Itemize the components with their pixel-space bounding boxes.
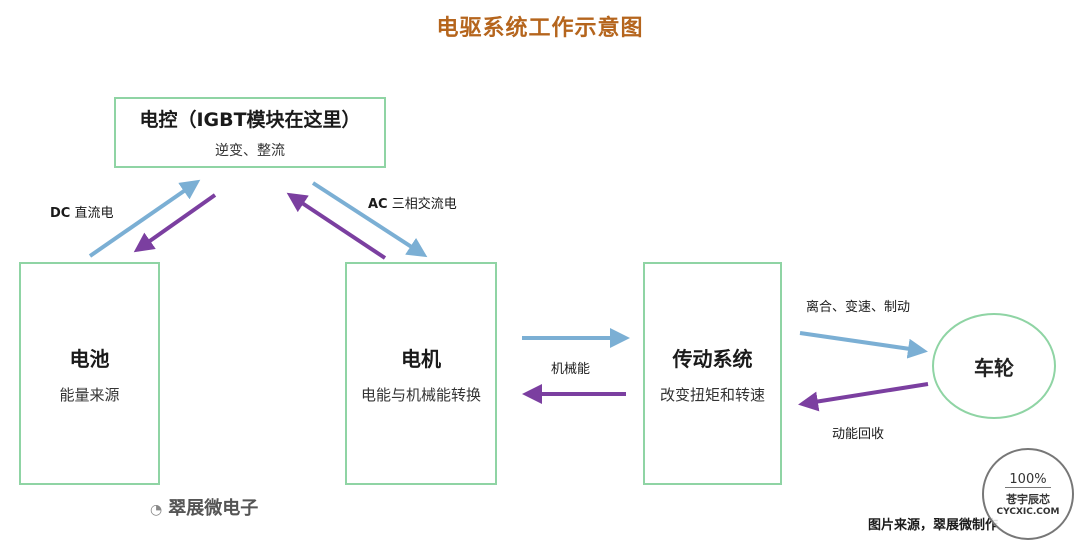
wechat-icon: ◔ (150, 502, 163, 518)
wheel-circle: 车轮 (932, 313, 1056, 419)
mechanical-energy-label: 机械能 (551, 362, 591, 377)
arrow-ecu-to-battery (133, 193, 217, 253)
dc-text: 直流电 (74, 206, 114, 221)
wheel-name: 车轮 (974, 355, 1014, 380)
arrow-motor-to-ecu (286, 192, 387, 260)
image-credit: 图片来源，翠展微制作 (868, 518, 999, 533)
stamp-percent: 100% (1005, 472, 1051, 488)
watermark: ◔ 翠展微电子 (150, 494, 258, 520)
arrow-wheel-to-transmission (798, 382, 929, 412)
motor-box: 电机 电能与机械能转换 (345, 262, 497, 485)
ecu-box: 电控（IGBT模块在这里） 逆变、整流 (114, 97, 386, 168)
battery-box: 电池 能量来源 (19, 262, 160, 485)
ecu-desc: 逆变、整流 (215, 143, 285, 159)
transmission-box: 传动系统 改变扭矩和转速 (643, 262, 782, 485)
energy-recovery-label: 动能回收 (832, 427, 885, 442)
ac-label: AC 三相交流电 (368, 193, 457, 212)
ac-text: 三相交流电 (391, 197, 457, 212)
dc-tag: DC (50, 206, 71, 221)
ecu-name: 电控（IGBT模块在这里） (139, 109, 361, 131)
motor-name: 电机 (401, 346, 441, 371)
ac-tag: AC (368, 197, 388, 212)
dc-label: DC 直流电 (50, 202, 114, 221)
battery-desc: 能量来源 (59, 385, 120, 404)
arrow-battery-to-ecu (88, 179, 201, 258)
stamp-name: 苍宇辰芯 (1006, 492, 1050, 506)
transmission-desc: 改变扭矩和转速 (659, 385, 765, 404)
arrow-transmission-to-wheel (799, 331, 928, 359)
battery-name: 电池 (69, 346, 110, 371)
seal-stamp: 100% 苍宇辰芯 CYCXIC.COM (982, 448, 1074, 540)
diagram-title: 电驱系统工作示意图 (436, 16, 644, 41)
transmission-name: 传动系统 (672, 346, 753, 371)
watermark-text: 翠展微电子 (168, 498, 259, 519)
arrow-ecu-to-motor (311, 181, 428, 258)
wheel-output-label: 离合、变速、制动 (806, 300, 911, 315)
stamp-url: CYCXIC.COM (996, 506, 1060, 517)
motor-desc: 电能与机械能转换 (360, 385, 481, 404)
